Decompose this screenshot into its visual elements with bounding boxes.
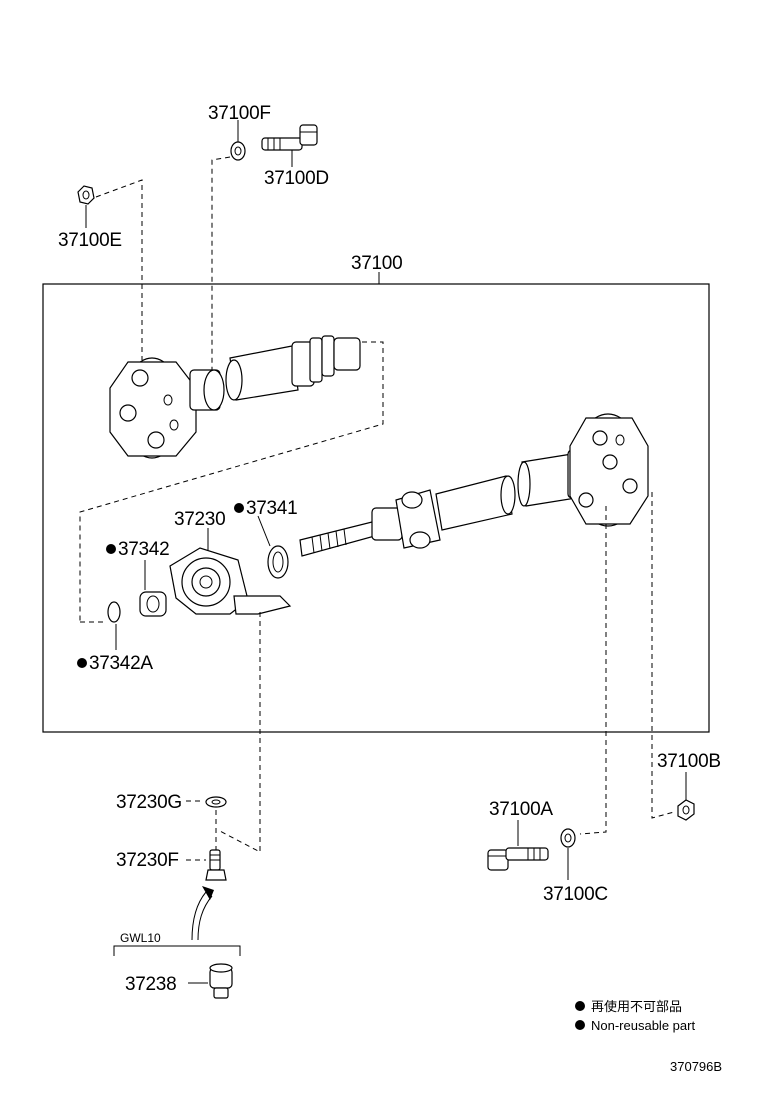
label-37100e: 37100E <box>58 230 122 251</box>
label-37342: 37342 <box>118 539 169 560</box>
legend-dot-en <box>575 1020 585 1030</box>
nut-37100e <box>77 185 95 205</box>
legend-dot-jp <box>575 1001 585 1011</box>
rear-shaft-section <box>517 413 649 527</box>
washer-37100c <box>560 828 576 848</box>
front-flex-coupling <box>109 357 225 459</box>
washer-37100f <box>230 141 246 161</box>
label-37238: 37238 <box>125 974 176 995</box>
legend-text-jp: 再使用不可部品 <box>591 999 682 1014</box>
bolt-37100a <box>487 847 549 871</box>
label-37342a: 37342A <box>89 653 153 674</box>
part-37238 <box>209 963 233 999</box>
nonreusable-dot-37342 <box>106 544 116 554</box>
nonreusable-dot-37341 <box>234 503 244 513</box>
bolt-37230f <box>205 849 227 881</box>
nut-37100b <box>677 799 695 821</box>
center-bearing-37230 <box>169 547 292 615</box>
label-37100b: 37100B <box>657 751 721 772</box>
label-37230g: 37230G <box>116 792 182 813</box>
diagram-id: 370796B <box>670 1059 722 1074</box>
arrow-up-icon <box>191 886 214 941</box>
assembly-frame <box>42 283 710 733</box>
label-37230f: 37230F <box>116 850 179 871</box>
gwl-bracket <box>113 945 241 956</box>
label-37100f: 37100F <box>208 103 271 124</box>
front-shaft-section <box>225 335 361 401</box>
snap-ring-37342a <box>107 601 121 623</box>
label-37100d: 37100D <box>264 168 329 189</box>
bolt-37100d <box>261 124 318 151</box>
label-37100a: 37100A <box>489 799 553 820</box>
legend-text-en: Non-reusable part <box>591 1018 695 1033</box>
center-shaft <box>299 475 516 557</box>
bush-37342 <box>139 591 167 617</box>
label-37100c: 37100C <box>543 884 608 905</box>
label-37341: 37341 <box>246 498 297 519</box>
label-37230: 37230 <box>174 509 225 530</box>
washer-37230g <box>205 796 227 808</box>
seal-37341 <box>267 545 289 579</box>
label-37100: 37100 <box>351 253 402 274</box>
nonreusable-dot-37342a <box>77 658 87 668</box>
label-gwl10: GWL10 <box>120 931 161 945</box>
